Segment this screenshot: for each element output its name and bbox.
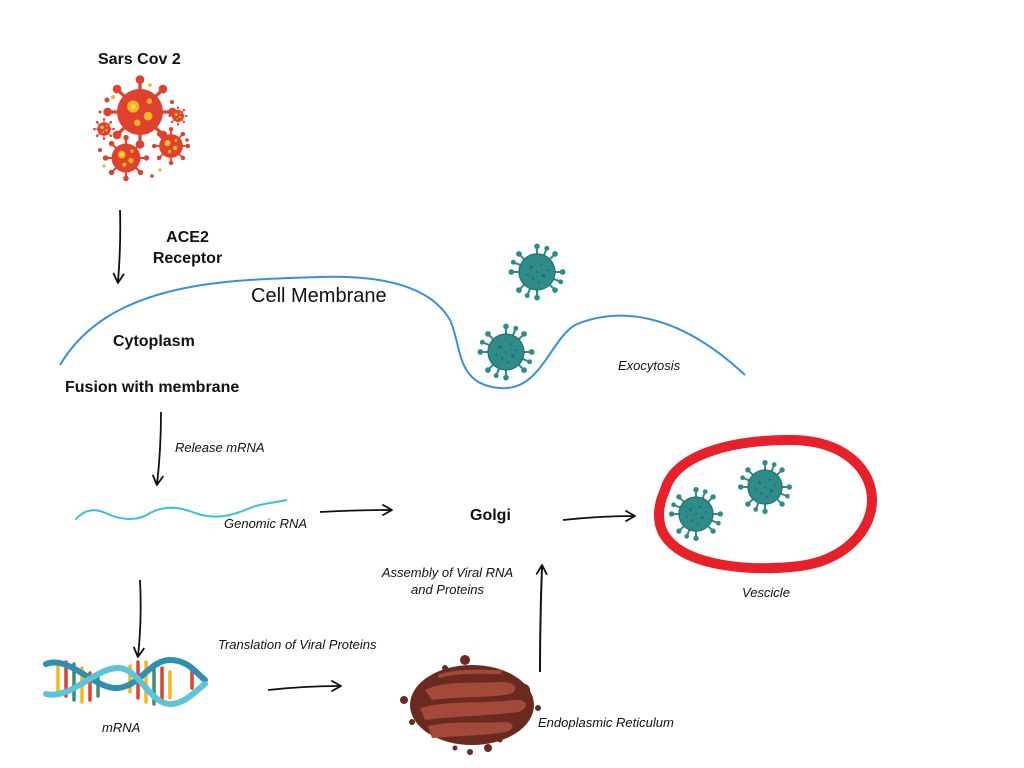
ace2-label-line1: ACE2	[166, 229, 209, 246]
virion-icon	[668, 486, 724, 542]
vescicle-label: Vescicle	[742, 585, 790, 600]
sars-cov-2-icon	[92, 73, 191, 183]
exocytosis-label: Exocytosis	[618, 358, 681, 373]
arrow-fusion-to-rna	[152, 411, 164, 486]
ace2-label: ACE2 Receptor	[140, 229, 235, 268]
assembly-label-line1: Assembly of Viral RNA	[381, 565, 514, 580]
vesicle-outline	[654, 435, 877, 574]
cytoplasm-label: Cytoplasm	[113, 333, 195, 350]
golgi-label: Golgi	[470, 507, 511, 524]
endoplasmic-reticulum-icon	[400, 655, 541, 755]
translation-label: Translation of Viral Proteins	[218, 637, 377, 652]
cell-membrane-label: Cell Membrane	[251, 285, 387, 307]
fusion-label: Fusion with membrane	[65, 379, 240, 396]
genomic-rna-label: Genomic RNA	[224, 516, 308, 531]
arrow-mrna-to-er	[267, 680, 342, 692]
virion-icon	[476, 322, 536, 382]
sars-cov-2-label: Sars Cov 2	[98, 51, 181, 68]
ace2-label-line2: Receptor	[152, 250, 223, 267]
assembly-label-line2: and Proteins	[411, 582, 484, 597]
arrow-virus-to-membrane	[112, 209, 125, 284]
endoplasmic-reticulum-label: Endoplasmic Reticulum	[538, 715, 674, 730]
cell-membrane-line	[59, 275, 746, 390]
virion-icon	[507, 242, 567, 302]
arrow-er-to-golgi	[535, 564, 548, 673]
virion-icon	[737, 459, 793, 515]
genomic-rna-strand	[75, 499, 287, 520]
arrow-golgi-to-vesicle	[562, 510, 636, 522]
arrow-rna-to-golgi	[319, 504, 393, 516]
assembly-label: Assembly of Viral RNA and Proteins	[370, 565, 525, 597]
arrow-rna-to-mrna	[133, 579, 145, 658]
release-mrna-label: Release mRNA	[175, 440, 265, 455]
mrna-label: mRNA	[102, 720, 141, 735]
dna-helix-icon	[43, 656, 208, 707]
